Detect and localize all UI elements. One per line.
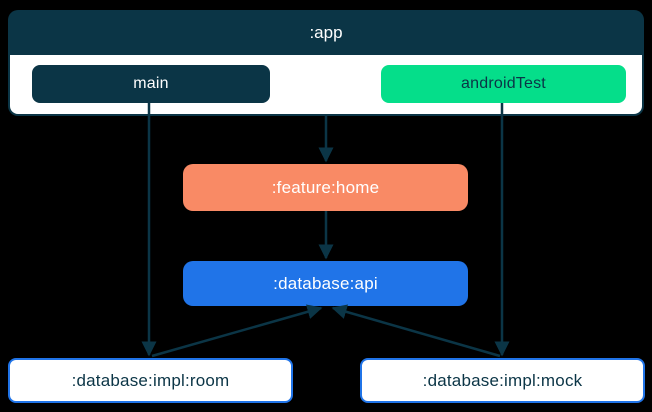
app-container-title: :app — [309, 22, 343, 42]
app-container-node: :app main androidTest — [8, 10, 644, 116]
edge-impl-mock-to-database-api — [331, 304, 501, 358]
module-database-impl-mock: :database:impl:mock — [360, 358, 645, 403]
module-database-impl-room: :database:impl:room — [8, 358, 293, 403]
edge-impl-room-to-database-api — [151, 304, 323, 358]
app-container-body: main androidTest — [10, 55, 642, 114]
source-set-main: main — [32, 65, 270, 103]
source-set-androidtest: androidTest — [381, 65, 626, 103]
module-database-api: :database:api — [183, 261, 468, 306]
module-feature-home: :feature:home — [183, 164, 468, 211]
